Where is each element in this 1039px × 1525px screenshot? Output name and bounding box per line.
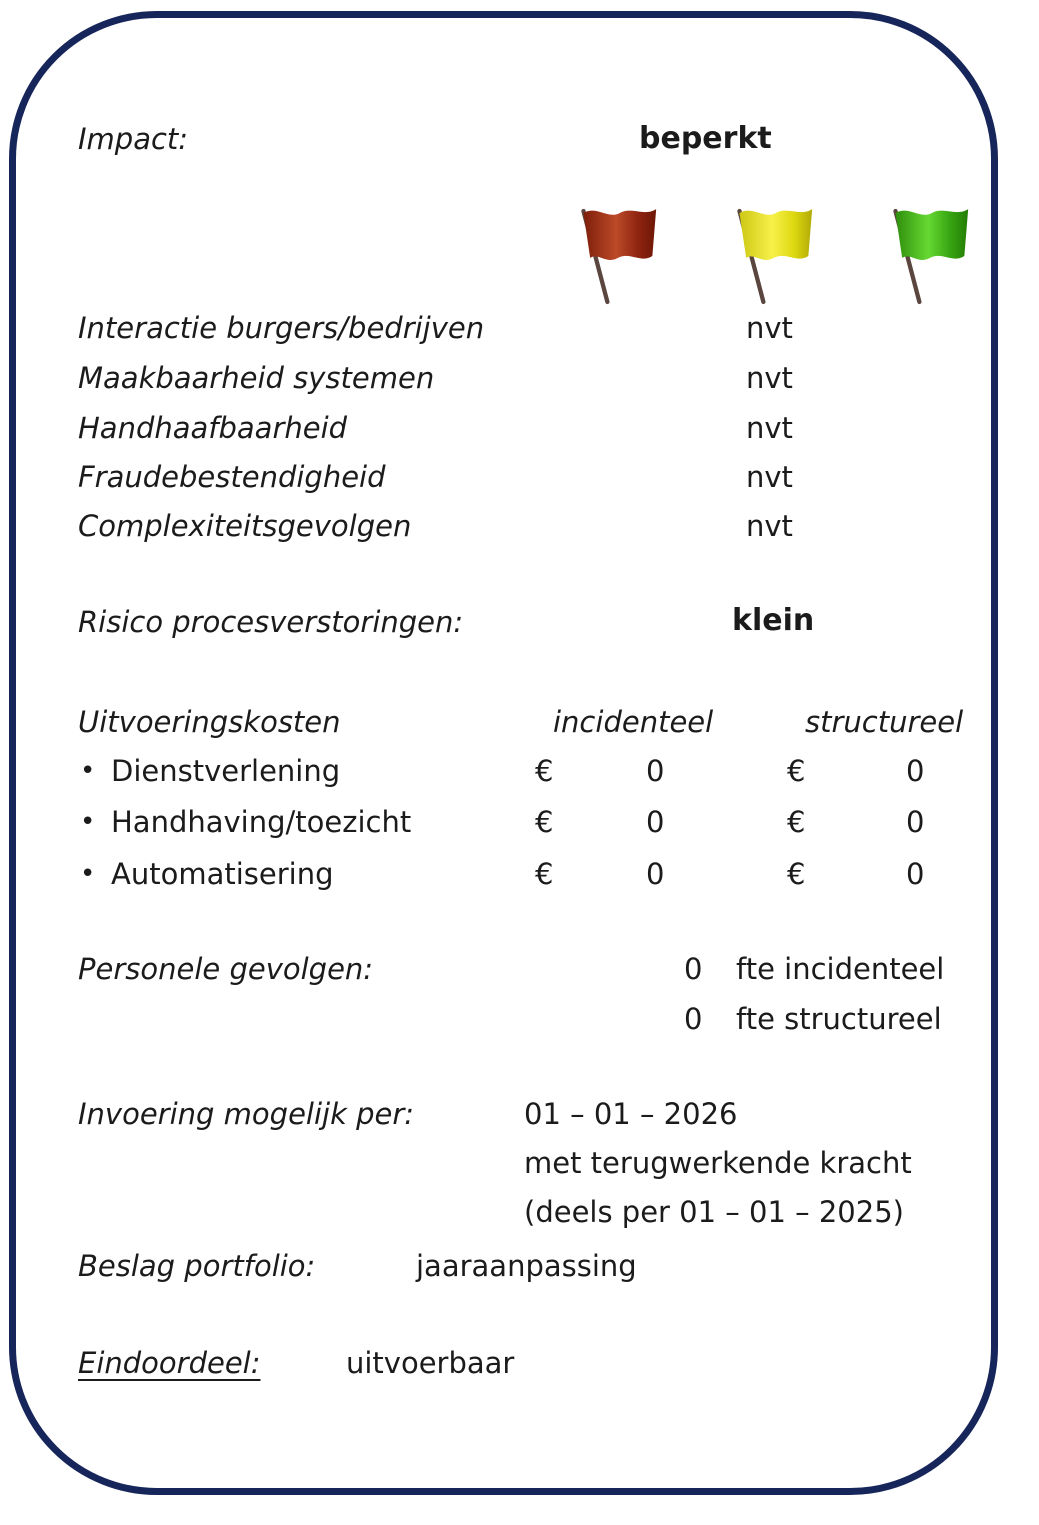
criterion-label: Handhaafbaarheid	[78, 411, 348, 445]
euro-sign: €	[787, 805, 806, 839]
criterion-value: nvt	[746, 411, 793, 445]
portfolio-value: jaaraanpassing	[416, 1249, 637, 1283]
euro-sign: €	[535, 805, 554, 839]
cost-incidenteel-value: 0	[646, 857, 665, 891]
implementation-label: Invoering mogelijk per:	[78, 1097, 415, 1131]
flag-banner	[895, 209, 969, 260]
criterion-label: Maakbaarheid systemen	[78, 361, 435, 395]
personnel-unit: fte incidenteel	[736, 952, 945, 986]
criterion-value: nvt	[746, 311, 793, 345]
green-flag-icon	[893, 208, 969, 305]
implementation-date: 01 – 01 – 2026	[524, 1097, 738, 1131]
cost-structureel-value: 0	[906, 805, 925, 839]
criterion-label: Fraudebestendigheid	[78, 460, 386, 494]
bullet-icon: •	[80, 807, 96, 837]
cost-row-label: Automatisering	[111, 857, 334, 891]
personnel-label: Personele gevolgen:	[78, 952, 374, 986]
verdict-label: Eindoordeel:	[78, 1346, 261, 1380]
cost-structureel-value: 0	[906, 754, 925, 788]
euro-sign: €	[535, 754, 554, 788]
bullet-icon: •	[80, 756, 96, 786]
implementation-note: met terugwerkende kracht	[524, 1146, 912, 1180]
assessment-card: Impact: beperkt	[9, 11, 998, 1495]
implementation-note: (deels per 01 – 01 – 2025)	[524, 1195, 904, 1229]
euro-sign: €	[535, 857, 554, 891]
flag-banner	[583, 209, 657, 260]
bullet-icon: •	[80, 859, 96, 889]
impact-label: Impact:	[78, 122, 189, 156]
flag-banner	[739, 209, 813, 260]
criterion-label: Interactie burgers/bedrijven	[78, 311, 485, 345]
personnel-value: 0	[684, 1002, 703, 1036]
cost-row-label: Dienstverlening	[111, 754, 341, 788]
risk-label: Risico procesverstoringen:	[78, 605, 464, 639]
personnel-value: 0	[684, 952, 703, 986]
yellow-flag-icon	[737, 208, 813, 305]
euro-sign: €	[787, 754, 806, 788]
costs-col-structureel: structureel	[805, 705, 964, 739]
euro-sign: €	[787, 857, 806, 891]
criterion-value: nvt	[746, 361, 793, 395]
criterion-value: nvt	[746, 509, 793, 543]
portfolio-label: Beslag portfolio:	[78, 1249, 316, 1283]
cost-structureel-value: 0	[906, 857, 925, 891]
red-flag-icon	[581, 208, 657, 305]
cost-row-label: Handhaving/toezicht	[111, 805, 412, 839]
personnel-unit: fte structureel	[736, 1002, 942, 1036]
criterion-value: nvt	[746, 460, 793, 494]
costs-label: Uitvoeringskosten	[78, 705, 341, 739]
cost-incidenteel-value: 0	[646, 754, 665, 788]
criterion-label: Complexiteitsgevolgen	[78, 509, 412, 543]
impact-value: beperkt	[639, 121, 772, 156]
verdict-value: uitvoerbaar	[346, 1346, 515, 1380]
risk-value: klein	[732, 603, 815, 638]
cost-incidenteel-value: 0	[646, 805, 665, 839]
costs-col-incidenteel: incidenteel	[553, 705, 714, 739]
